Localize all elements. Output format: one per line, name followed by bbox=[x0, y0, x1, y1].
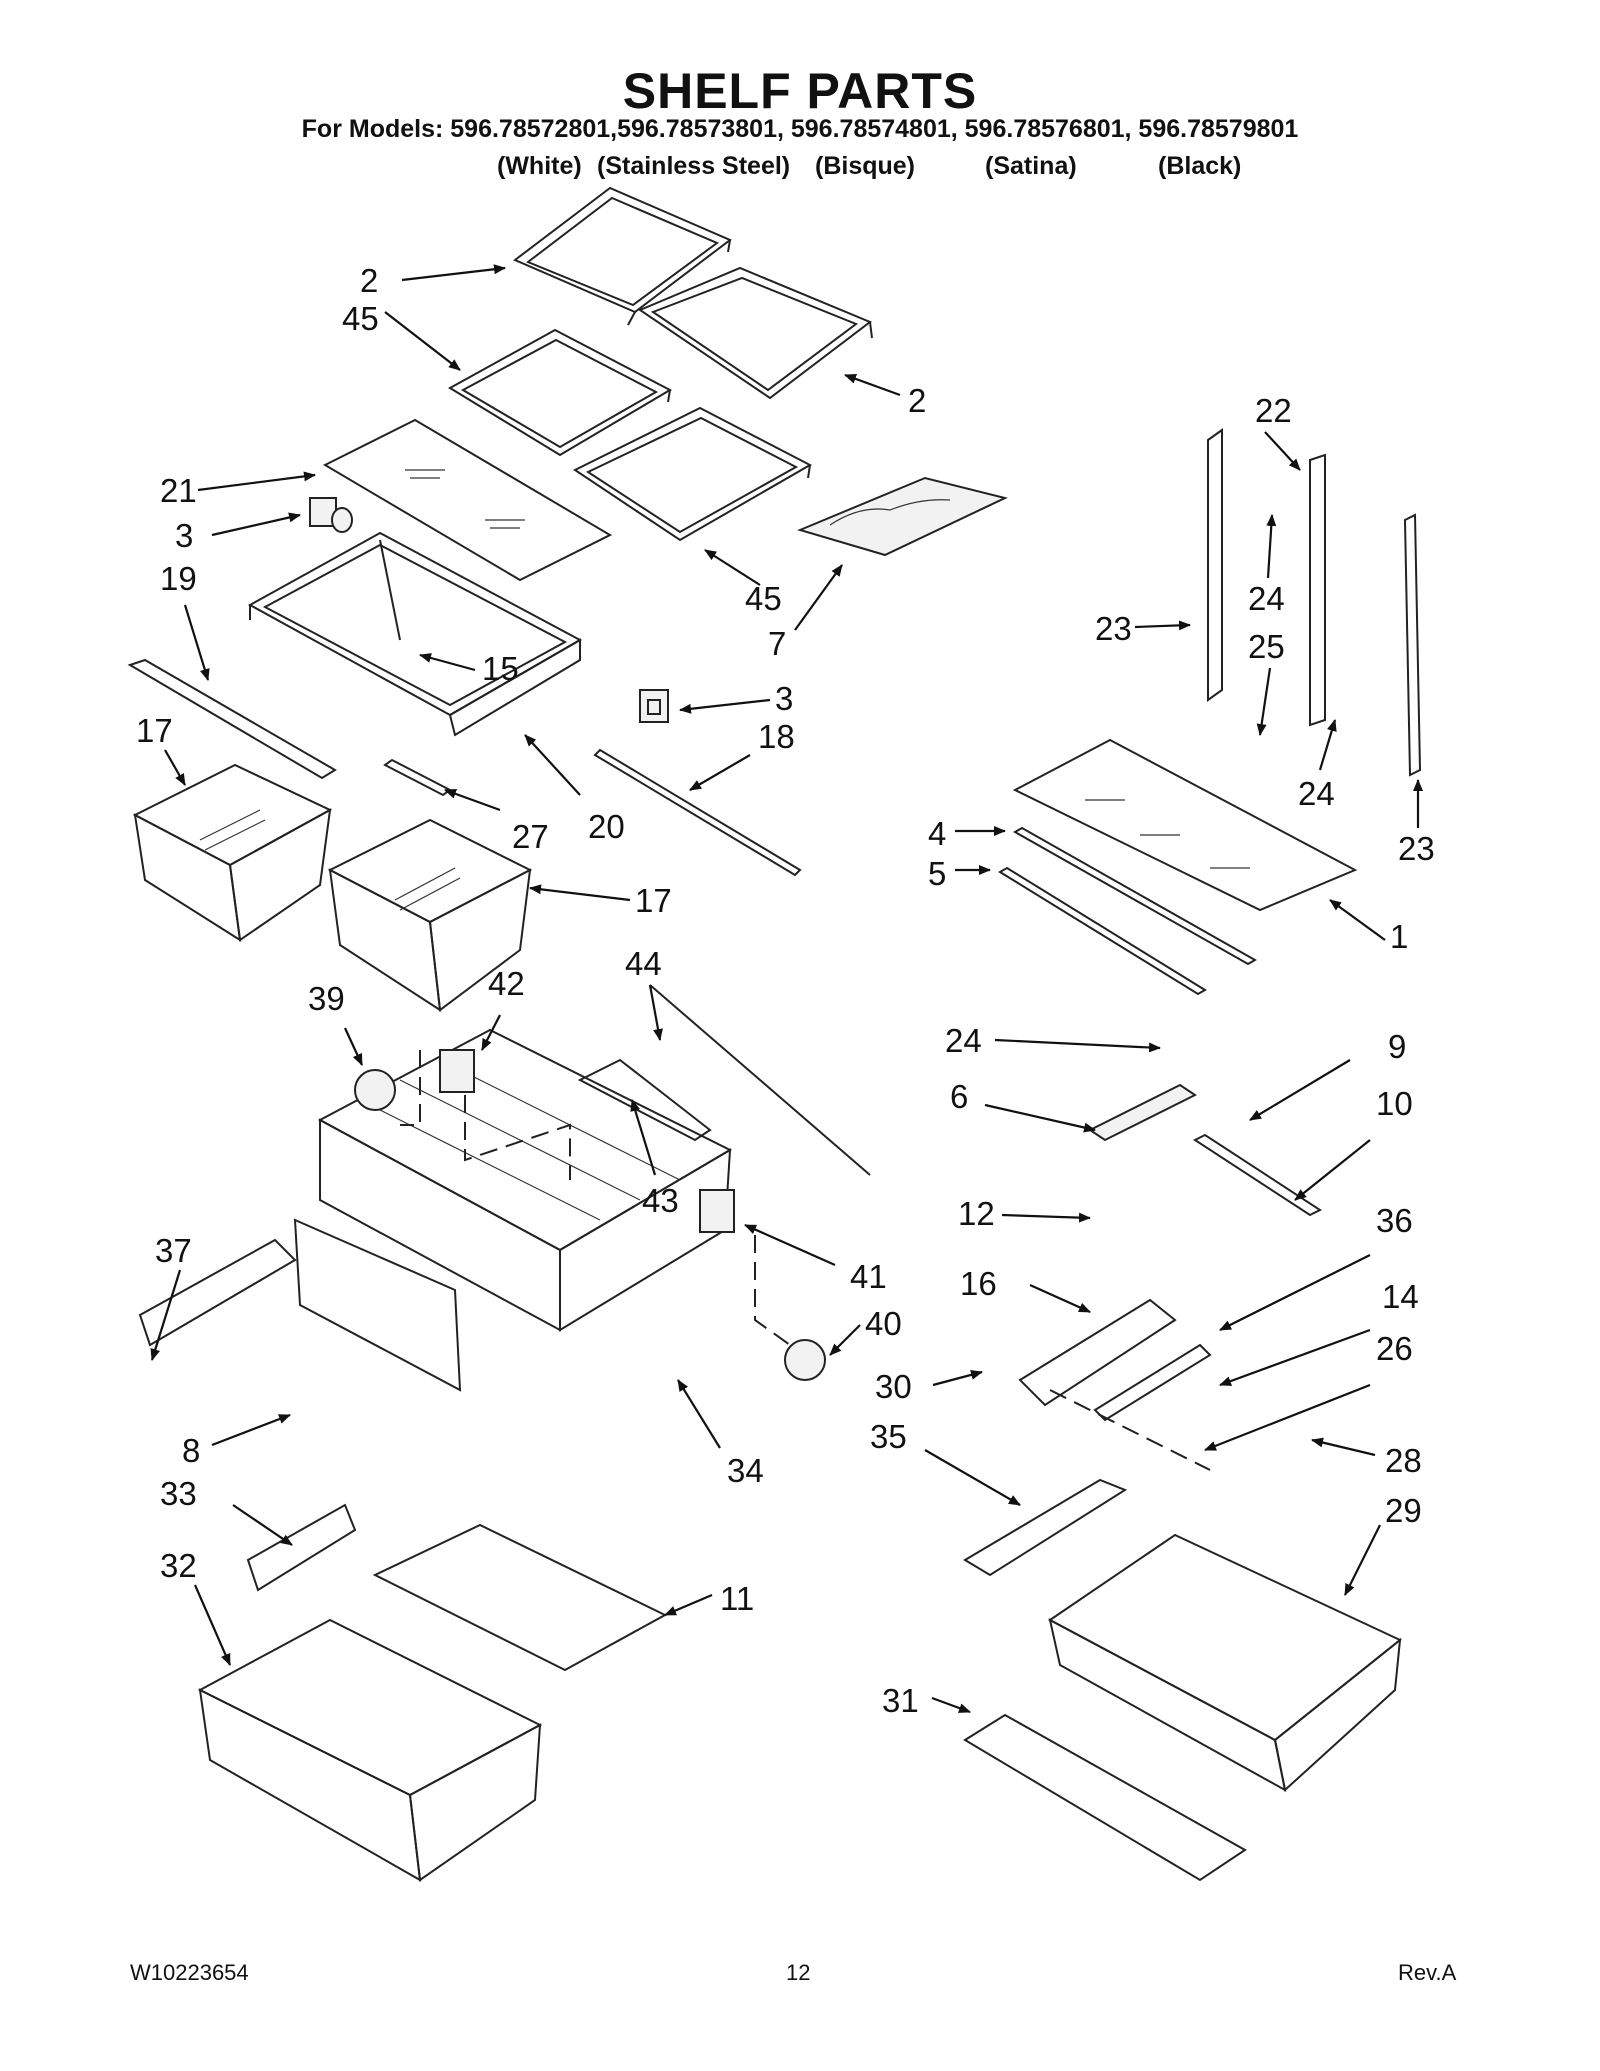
finish-stainless-steel: (Stainless Steel) bbox=[597, 152, 791, 180]
part-bracket-41 bbox=[699, 1189, 735, 1233]
part-trim-18 bbox=[593, 748, 802, 877]
part-wire-shelf-11 bbox=[372, 1523, 668, 1672]
page-title: SHELF PARTS bbox=[622, 63, 978, 119]
callout-4: 4 bbox=[928, 815, 946, 852]
callout-6: 6 bbox=[950, 1078, 968, 1115]
callout-26: 26 bbox=[1376, 1330, 1413, 1367]
callout-37: 37 bbox=[155, 1232, 192, 1269]
part-crisper-drawer-17-right bbox=[327, 818, 533, 1012]
callout-39: 39 bbox=[308, 980, 345, 1017]
callout-11: 11 bbox=[720, 1580, 754, 1617]
part-trim-4-5 bbox=[998, 826, 1258, 996]
callout-34: 34 bbox=[727, 1452, 764, 1489]
part-shelf-frame-45-left bbox=[448, 328, 673, 457]
part-lower-basket-32 bbox=[197, 1618, 543, 1882]
callout-35: 35 bbox=[870, 1418, 907, 1455]
callout-7: 7 bbox=[768, 625, 786, 662]
part-gear-39 bbox=[354, 1069, 396, 1111]
leader-arrows bbox=[150, 264, 1423, 1714]
part-divider-33 bbox=[246, 1503, 357, 1592]
part-pantry-drawer-29 bbox=[1048, 1533, 1402, 1792]
doc-number: W10223654 bbox=[130, 1960, 249, 1985]
callout-32: 32 bbox=[160, 1547, 197, 1584]
callout-24-middle: 24 bbox=[945, 1022, 982, 1059]
callout-42: 42 bbox=[488, 965, 525, 1002]
part-guide-43 bbox=[577, 1058, 712, 1142]
part-bracket-3-left bbox=[309, 497, 353, 533]
callout-2-right: 2 bbox=[908, 382, 926, 419]
callout-2-upper: 2 bbox=[360, 262, 378, 299]
callout-30: 30 bbox=[875, 1368, 912, 1405]
part-shelf-frame-2-top bbox=[513, 186, 732, 326]
callout-labels: 2 45 2 21 3 19 15 45 7 3 17 27 20 18 17 … bbox=[136, 262, 1435, 1719]
callout-22: 22 bbox=[1255, 392, 1292, 429]
callout-36: 36 bbox=[1376, 1202, 1413, 1239]
part-rail-22-23 bbox=[1207, 428, 1422, 777]
callout-3-left: 3 bbox=[175, 517, 193, 554]
callout-18: 18 bbox=[758, 718, 795, 755]
callout-45-lower: 45 bbox=[745, 580, 782, 617]
part-slide-35 bbox=[963, 1478, 1128, 1577]
part-rod-44 bbox=[649, 984, 871, 1176]
callout-12: 12 bbox=[958, 1195, 995, 1232]
callout-8: 8 bbox=[182, 1432, 200, 1469]
part-crisper-cover-frame-20 bbox=[247, 531, 583, 737]
page-number: 12 bbox=[786, 1960, 811, 1985]
callout-28: 28 bbox=[1385, 1442, 1422, 1479]
callout-3-right: 3 bbox=[775, 680, 793, 717]
part-trim-19 bbox=[127, 658, 337, 780]
callout-10: 10 bbox=[1376, 1085, 1413, 1122]
part-glass-shelf-21 bbox=[322, 418, 613, 582]
part-bracket-3-right bbox=[639, 689, 669, 723]
callout-15: 15 bbox=[482, 650, 519, 687]
callout-21: 21 bbox=[160, 472, 197, 509]
part-crisper-drawer-17-left bbox=[132, 763, 333, 942]
callout-33: 33 bbox=[160, 1475, 197, 1512]
callout-9: 9 bbox=[1388, 1028, 1406, 1065]
callout-44: 44 bbox=[625, 945, 662, 982]
callout-27: 27 bbox=[512, 818, 549, 855]
part-glass-shelf-1 bbox=[1012, 738, 1358, 912]
callout-19: 19 bbox=[160, 560, 197, 597]
callout-23-left: 23 bbox=[1095, 610, 1132, 647]
part-wine-rack-7 bbox=[797, 476, 1008, 557]
part-mechanism-16 bbox=[1018, 1298, 1212, 1422]
part-gear-40 bbox=[784, 1339, 826, 1381]
callout-41: 41 bbox=[850, 1258, 887, 1295]
callout-31: 31 bbox=[882, 1682, 919, 1719]
callout-40: 40 bbox=[865, 1305, 902, 1342]
part-bracket-6 bbox=[1088, 1083, 1197, 1142]
revision: Rev.A bbox=[1398, 1960, 1457, 1985]
part-shelf-frame-45-lower bbox=[573, 406, 813, 542]
finish-white: (White) bbox=[497, 152, 582, 180]
callout-45-upper: 45 bbox=[342, 300, 379, 337]
callout-16: 16 bbox=[960, 1265, 997, 1302]
callout-17-right: 17 bbox=[635, 882, 672, 919]
callout-1: 1 bbox=[1390, 918, 1408, 955]
part-divider-8 bbox=[293, 1218, 462, 1392]
part-bracket-42 bbox=[439, 1049, 475, 1093]
part-shelf-frame-2-right bbox=[637, 266, 873, 400]
models-line: For Models: 596.78572801,596.78573801, 5… bbox=[301, 115, 1299, 143]
part-divider-37 bbox=[138, 1238, 297, 1347]
finish-satina: (Satina) bbox=[985, 152, 1077, 180]
part-divider-27 bbox=[383, 758, 452, 797]
finish-bisque: (Bisque) bbox=[815, 152, 915, 180]
callout-24-right: 24 bbox=[1298, 775, 1335, 812]
assembly-dash-lines bbox=[400, 1050, 1211, 1471]
callout-23-right: 23 bbox=[1398, 830, 1435, 867]
callout-43: 43 bbox=[642, 1182, 679, 1219]
callout-14: 14 bbox=[1382, 1278, 1419, 1315]
callout-17-left: 17 bbox=[136, 712, 173, 749]
callout-25: 25 bbox=[1248, 628, 1285, 665]
callout-29: 29 bbox=[1385, 1492, 1422, 1529]
callout-24-upper: 24 bbox=[1248, 580, 1285, 617]
finish-black: (Black) bbox=[1158, 152, 1242, 180]
part-rail-10 bbox=[1192, 1133, 1323, 1217]
part-drawer-front-31 bbox=[963, 1713, 1247, 1882]
callout-20: 20 bbox=[588, 808, 625, 845]
callout-5: 5 bbox=[928, 855, 946, 892]
